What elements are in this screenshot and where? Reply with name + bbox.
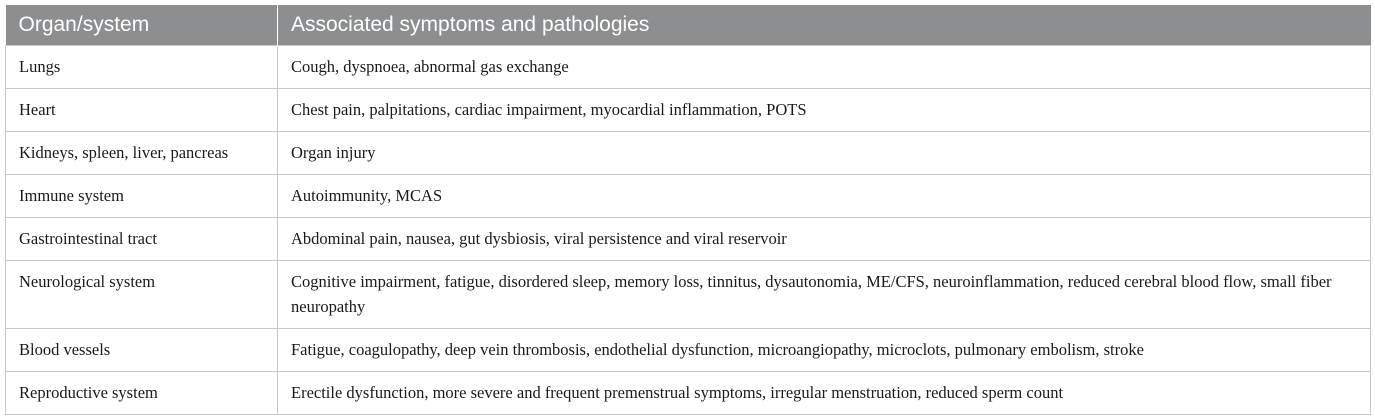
symptoms-table-container: Organ/system Associated symptoms and pat… xyxy=(5,5,1371,415)
table-row: Gastrointestinal tract Abdominal pain, n… xyxy=(5,216,1371,261)
symptoms-cell: Cognitive impairment, fatigue, disordere… xyxy=(277,259,1371,329)
symptoms-cell: Organ injury xyxy=(277,130,1371,175)
organ-cell: Kidneys, spleen, liver, pancreas xyxy=(5,130,278,175)
table-row: Blood vessels Fatigue, coagulopathy, dee… xyxy=(5,327,1371,372)
symptoms-cell: Cough, dyspnoea, abnormal gas exchange xyxy=(277,44,1371,89)
organ-cell: Lungs xyxy=(5,44,278,89)
organ-cell: Blood vessels xyxy=(5,327,278,372)
table-row: Heart Chest pain, palpitations, cardiac … xyxy=(5,87,1371,132)
symptoms-cell: Chest pain, palpitations, cardiac impair… xyxy=(277,87,1371,132)
table-row: Reproductive system Erectile dysfunction… xyxy=(5,370,1371,415)
organ-cell: Immune system xyxy=(5,173,278,218)
symptoms-cell: Fatigue, coagulopathy, deep vein thrombo… xyxy=(277,327,1371,372)
symptoms-cell: Autoimmunity, MCAS xyxy=(277,173,1371,218)
table-row: Neurological system Cognitive impairment… xyxy=(5,259,1371,329)
organ-cell: Heart xyxy=(5,87,278,132)
symptoms-cell: Abdominal pain, nausea, gut dysbiosis, v… xyxy=(277,216,1371,261)
table-row: Lungs Cough, dyspnoea, abnormal gas exch… xyxy=(5,44,1371,89)
table-header-row: Organ/system Associated symptoms and pat… xyxy=(5,5,1371,45)
table-row: Immune system Autoimmunity, MCAS xyxy=(5,173,1371,218)
organ-symptoms-table: Organ/system Associated symptoms and pat… xyxy=(5,5,1371,415)
organ-cell: Gastrointestinal tract xyxy=(5,216,278,261)
symptoms-cell: Erectile dysfunction, more severe and fr… xyxy=(277,370,1371,415)
header-organ-system: Organ/system xyxy=(5,5,278,45)
table-row: Kidneys, spleen, liver, pancreas Organ i… xyxy=(5,130,1371,175)
organ-cell: Reproductive system xyxy=(5,370,278,415)
organ-cell: Neurological system xyxy=(5,259,278,329)
header-symptoms: Associated symptoms and pathologies xyxy=(277,5,1371,45)
